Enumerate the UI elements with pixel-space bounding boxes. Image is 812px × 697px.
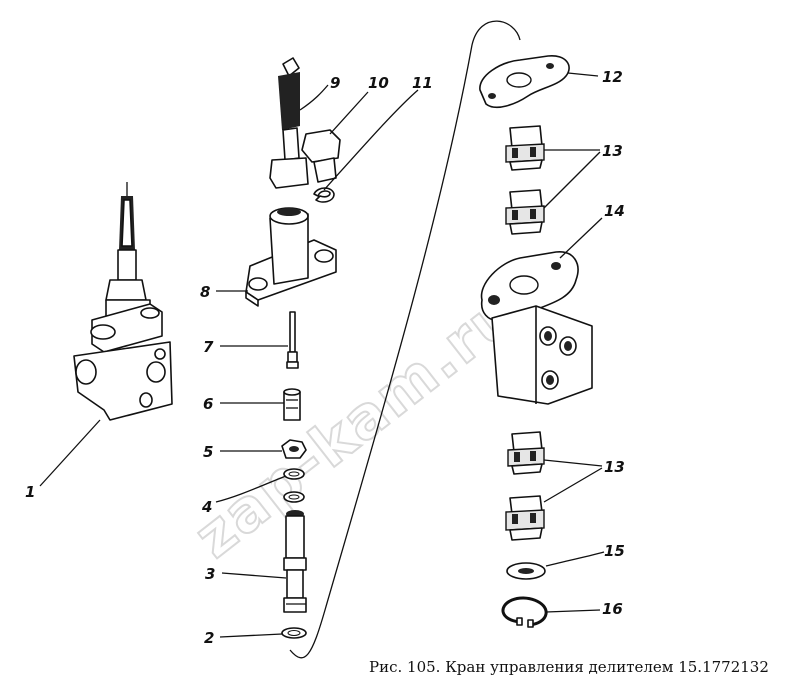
leader-13-lower-b [543, 467, 603, 503]
label-15: 15 [604, 542, 625, 560]
leader-1 [39, 419, 101, 487]
label-10: 10 [368, 74, 389, 92]
label-5: 5 [203, 443, 213, 461]
part-7-pin [286, 311, 299, 369]
leader-3 [221, 572, 287, 579]
part-11-clip [313, 187, 335, 203]
part-5-nut [281, 439, 307, 459]
leader-13-lower-a [543, 459, 603, 467]
part-15-washer [506, 562, 546, 580]
divider-curve [289, 20, 521, 659]
part-1-valve-assembly [73, 182, 173, 421]
part-8-flange [245, 207, 337, 307]
leader-13-upper-b [543, 151, 601, 209]
part-10-bolt [301, 129, 341, 183]
leader-11 [323, 89, 419, 191]
label-2: 2 [204, 629, 214, 647]
part-14-body [480, 251, 593, 405]
leader-2 [219, 633, 283, 638]
part-2-washer [281, 627, 307, 639]
label-8: 8 [200, 283, 210, 301]
part-9-bolt [269, 57, 309, 189]
leader-4 [215, 475, 287, 503]
label-4: 4 [201, 498, 212, 516]
part-13-valve-upper-b [505, 189, 545, 235]
leader-14 [559, 217, 603, 259]
leader-16 [545, 609, 601, 613]
figure-caption: Рис. 105. Кран управления делителем 15.1… [369, 658, 769, 676]
label-3: 3 [205, 565, 215, 583]
part-13-valve-lower-a [507, 431, 545, 475]
leader-9 [299, 84, 329, 111]
part-13-valve-lower-b [505, 495, 545, 541]
label-11: 11 [412, 74, 433, 92]
part-3-plunger [283, 510, 307, 613]
label-9: 9 [330, 74, 340, 92]
part-4-ring [283, 468, 305, 503]
part-13-valve-upper-a [505, 125, 545, 171]
label-1: 1 [25, 483, 35, 501]
label-14: 14 [604, 202, 625, 220]
leader-15 [545, 551, 605, 567]
part-16-retaining-ring [501, 596, 548, 628]
label-13-upper: 13 [602, 142, 623, 160]
leader-12 [567, 72, 599, 77]
label-16: 16 [602, 600, 623, 618]
part-12-gasket [479, 55, 570, 109]
label-7: 7 [203, 338, 214, 356]
label-12: 12 [602, 68, 623, 86]
watermark: zap-kam.ru [182, 278, 530, 571]
leader-10 [329, 91, 369, 135]
part-6-sleeve [283, 388, 301, 421]
label-6: 6 [203, 395, 213, 413]
label-13-lower: 13 [604, 458, 625, 476]
